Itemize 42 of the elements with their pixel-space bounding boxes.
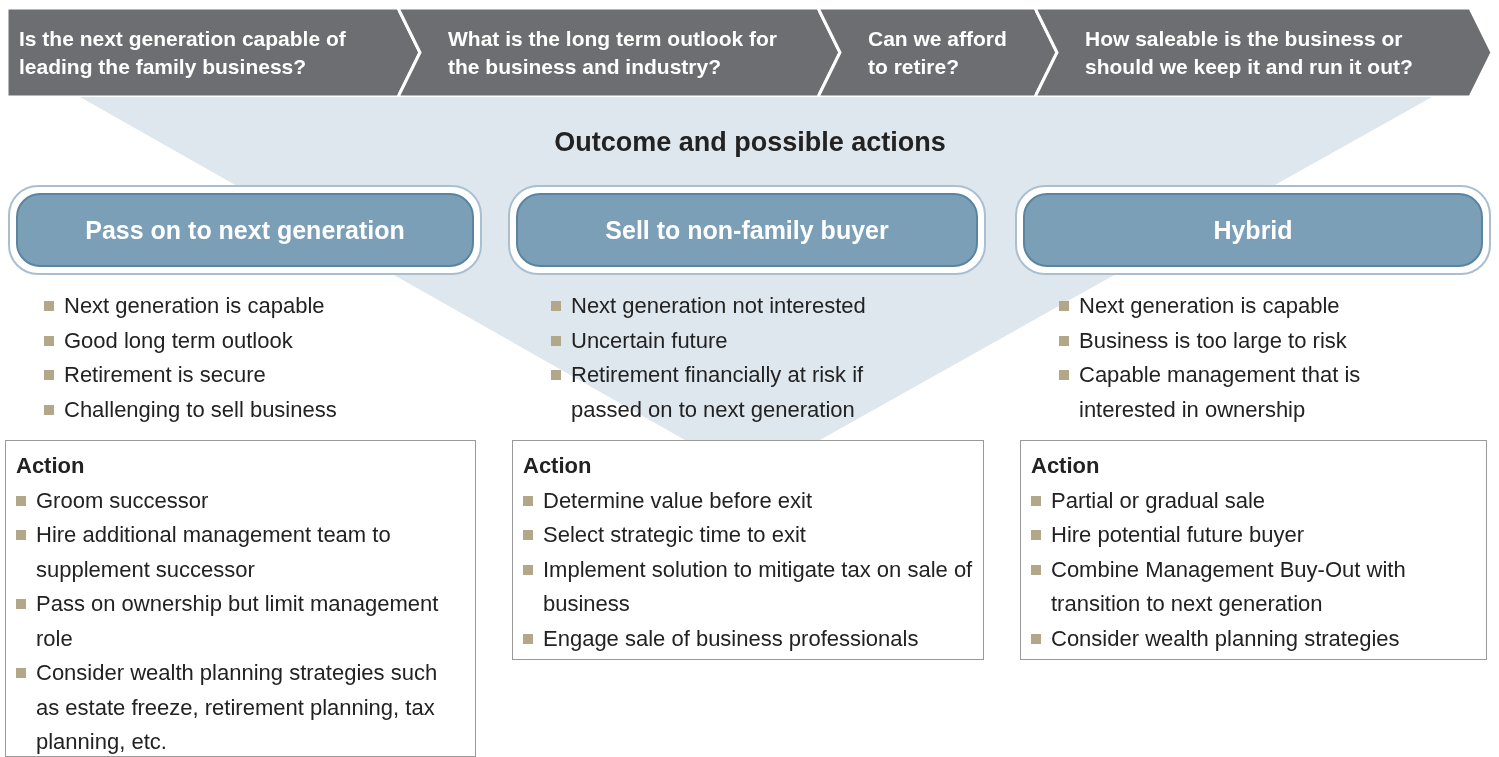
bullet-item: Hire additional management team to supplement successor (16, 518, 465, 587)
bullet-item: Select strategic time to exit (523, 518, 973, 553)
outcome-title: Hybrid (1213, 215, 1293, 245)
bullet-item: Uncertain future (547, 323, 927, 358)
step-question: What is the long term outlook for the business and industry? (448, 25, 778, 80)
outcome-title: Pass on to next generation (85, 215, 405, 245)
bullet-item: Business is too large to risk (1055, 323, 1435, 358)
bullet-item: Implement solution to mitigate tax on sale of business (523, 552, 973, 622)
bullet-item: Next generation not interested (547, 289, 927, 324)
bullet-item: Next generation is capable (40, 289, 420, 324)
bullet-item: Good long term outlook (40, 323, 420, 358)
action-heading: Action (523, 452, 593, 480)
bullet-item: Retirement financially at risk if passed on to next generation (547, 358, 927, 427)
bullet-item: Challenging to sell business (40, 392, 420, 427)
bullet-item: Engage sale of business professionals (523, 621, 973, 656)
action-heading: Action (16, 452, 86, 480)
bullet-item: Consider wealth planning strategies (1031, 621, 1476, 656)
action-box (5, 440, 476, 757)
step-question: How saleable is the business or should we keep it and run it out? (1085, 25, 1414, 80)
step-question: Is the next generation capable of leading the family business? (19, 25, 347, 80)
action-box (512, 440, 984, 660)
outcome-title: Sell to non-family buyer (605, 215, 889, 245)
outcome-pill (508, 185, 986, 275)
bullet-item: Groom successor (16, 483, 465, 518)
bullet-item: Combine Management Buy-Out with transition to next generation (1031, 552, 1476, 622)
chevron-step (7, 8, 420, 97)
bullet-item: Hire potential future buyer (1031, 518, 1476, 553)
bullet-item: Determine value before exit (523, 483, 973, 518)
action-heading: Action (1031, 452, 1101, 480)
section-heading: Outcome and possible actions (553, 127, 947, 158)
bullet-item: Partial or gradual sale (1031, 483, 1476, 518)
bullet-item: Next generation is capable (1055, 289, 1435, 324)
bullet-item: Retirement is secure (40, 358, 420, 393)
bullet-item: Consider wealth planning strategies such as estate freeze, retirement planning, tax planning, etc. (16, 656, 465, 757)
bullet-item: Pass on ownership but limit management role (16, 587, 465, 656)
bullet-item: Capable management that is interested in ownership (1055, 358, 1435, 427)
chevron-step (1035, 8, 1492, 97)
outcome-pill (8, 185, 482, 275)
action-box (1020, 440, 1487, 660)
chevron-step (398, 8, 840, 97)
outcome-pill (1015, 185, 1491, 275)
step-question: Can we afford to retire? (868, 25, 1008, 80)
